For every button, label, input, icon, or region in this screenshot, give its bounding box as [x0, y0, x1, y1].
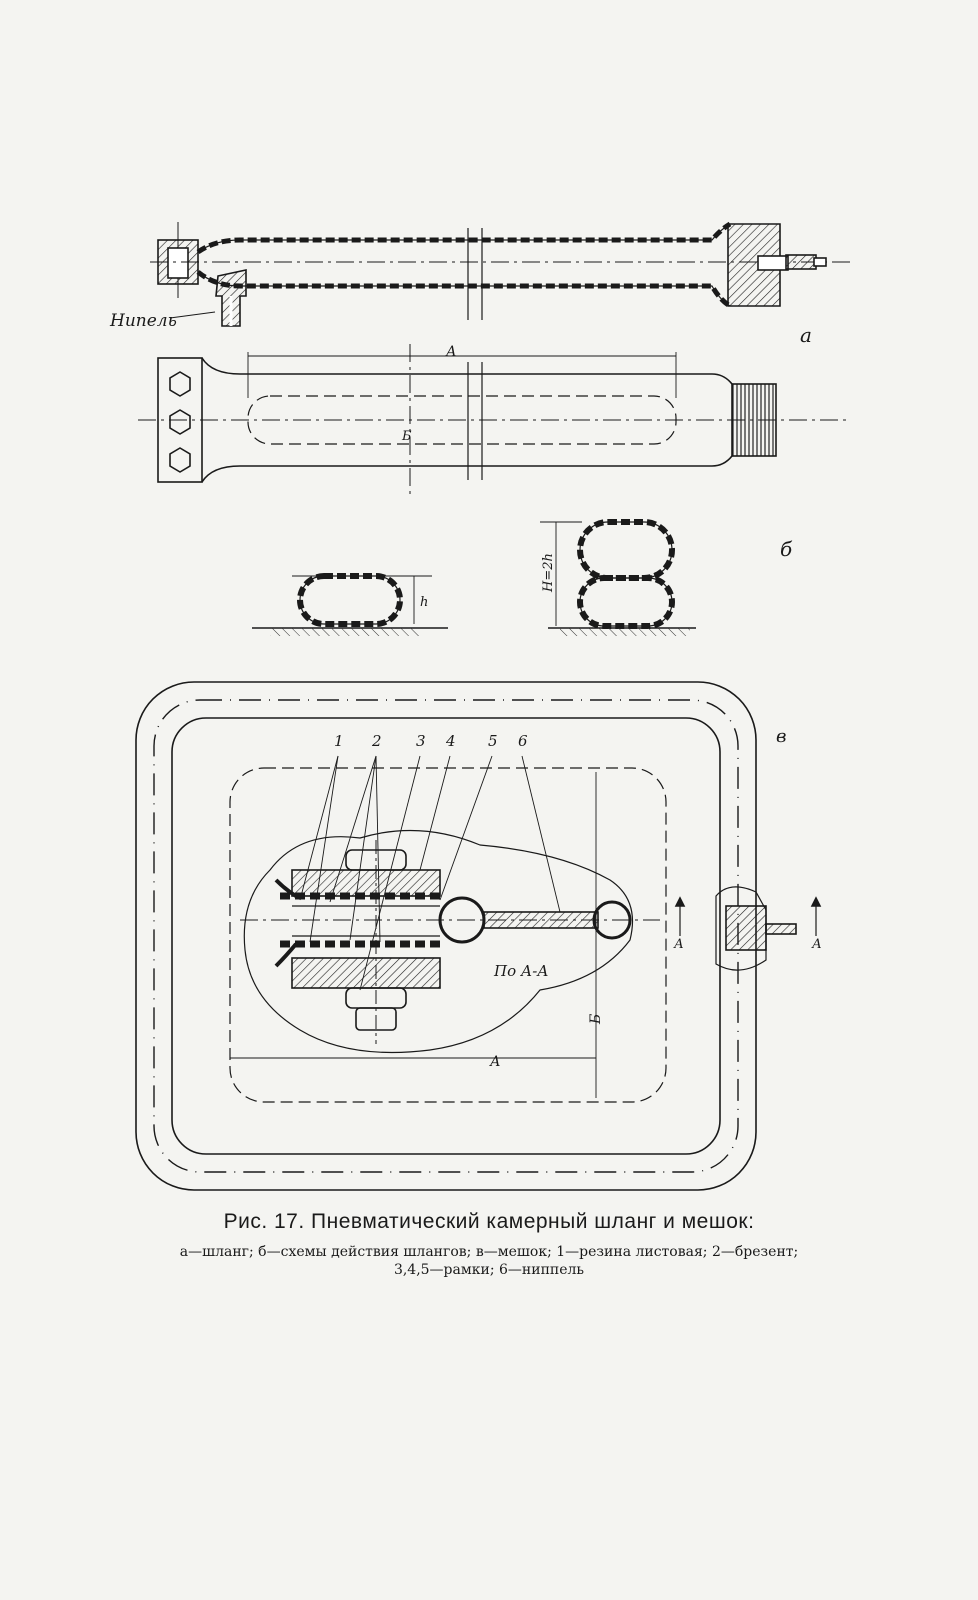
panel-v-label: в — [776, 726, 786, 747]
bag-valve-stem — [765, 923, 797, 935]
panel-v-bag — [135, 681, 822, 1191]
callout-3: 3 — [416, 732, 426, 750]
callout-6: 6 — [518, 732, 528, 750]
dim-b-label-top: Б — [401, 429, 412, 444]
figure-caption-title: Рис. 17. Пневматический камерный шланг и… — [223, 1210, 755, 1233]
cut-a-left-label: А — [673, 937, 684, 952]
nipple-label: Нипель — [109, 311, 177, 331]
pneumatic-hose-and-bag-figure: Нипель а А Б — [109, 221, 850, 1191]
panel-b-schemes — [252, 519, 696, 636]
panel-a-hose-section — [150, 221, 850, 327]
panel-a-hose-top-view — [138, 344, 846, 494]
callout-numbers: 1 2 3 4 5 6 — [334, 732, 528, 750]
callout-1: 1 — [334, 732, 344, 750]
dim-h-label: h — [420, 595, 428, 610]
right-end-cap — [727, 223, 781, 307]
bag-inner-frame — [171, 717, 721, 1155]
section-label: По А-А — [493, 962, 549, 980]
callout-5: 5 — [488, 732, 498, 750]
panel-b-label: б — [780, 537, 793, 561]
dim-a-label-top: А — [445, 344, 457, 360]
panel-a-label: а — [800, 323, 812, 347]
figure-caption-legend-line-2: 3,4,5—рамки; 6—ниппель — [393, 1262, 585, 1278]
bolt-nut — [167, 247, 189, 279]
dim-b-label-bag: Б — [588, 1014, 604, 1025]
callout-2: 2 — [371, 732, 382, 750]
detail-cloud — [243, 829, 634, 1054]
dim-a-label-bag: А — [489, 1054, 501, 1070]
callout-4: 4 — [445, 732, 456, 750]
figure-caption-legend-line-1: а—шланг; б—схемы действия шлангов; в—меш… — [179, 1244, 799, 1260]
cut-a-right-label: А — [811, 937, 822, 952]
dim-H-label: H=2h — [541, 553, 556, 593]
frame-plate-top — [291, 869, 441, 897]
frame-plate-bottom — [291, 957, 441, 989]
end-fitting — [785, 254, 817, 270]
